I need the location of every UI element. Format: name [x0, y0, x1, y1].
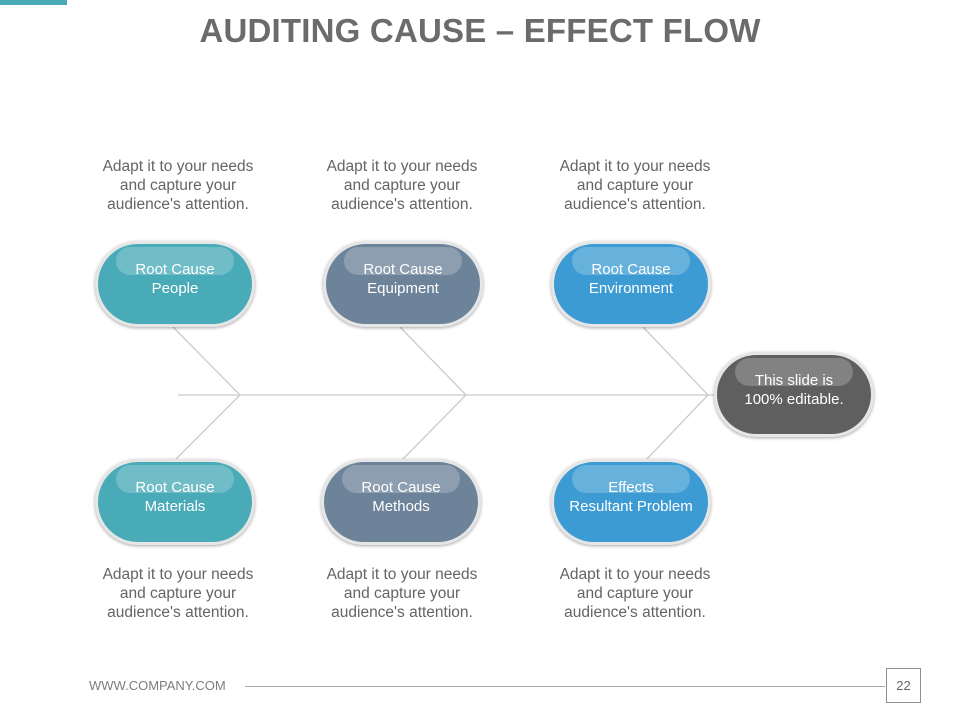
caption-bottom-1: Adapt it to your needs and capture your … — [78, 565, 278, 622]
caption-line: and capture your — [343, 585, 461, 602]
page-number: 22 — [886, 668, 921, 703]
caption-line: audience's attention. — [331, 196, 473, 213]
caption-line: and capture your — [576, 177, 694, 194]
branch-methods — [401, 394, 467, 461]
caption-line: audience's attention. — [107, 604, 249, 621]
node-label: This slide is — [754, 371, 834, 389]
branch-environment — [642, 326, 709, 396]
caption-line: Adapt it to your needs — [559, 566, 711, 583]
node-label: Equipment — [367, 280, 439, 297]
node-label: Root Cause — [135, 261, 215, 278]
node-label: Root Cause — [135, 479, 215, 496]
caption-line: audience's attention. — [564, 604, 706, 621]
branch-effects — [645, 394, 709, 461]
caption-line: Adapt it to your needs — [102, 158, 254, 175]
node-label: Materials — [144, 498, 206, 515]
node-label: Environment — [588, 280, 674, 297]
caption-bottom-3: Adapt it to your needs and capture your … — [535, 565, 735, 622]
node-root-cause-environment[interactable]: Root Cause Environment — [551, 241, 711, 327]
caption-line: Adapt it to your needs — [326, 158, 478, 175]
caption-line: Adapt it to your needs — [326, 566, 478, 583]
caption-line: and capture your — [119, 585, 237, 602]
footer-website: WWW.COMPANY.COM — [89, 678, 226, 693]
node-root-cause-methods[interactable]: Root Cause Methods — [321, 459, 481, 545]
node-label: Root Cause — [363, 261, 443, 278]
caption-line: and capture your — [576, 585, 694, 602]
node-label: Root Cause — [361, 479, 441, 496]
node-label: Effects — [608, 479, 654, 496]
node-root-cause-materials[interactable]: Root Cause Materials — [95, 459, 255, 545]
caption-line: and capture your — [119, 177, 237, 194]
caption-line: audience's attention. — [107, 196, 249, 213]
caption-bottom-2: Adapt it to your needs and capture your … — [302, 565, 502, 622]
branch-materials — [174, 394, 241, 461]
node-label: Methods — [372, 498, 430, 515]
node-label: 100% editable. — [744, 390, 844, 408]
node-root-cause-people[interactable]: Root Cause People — [95, 241, 255, 327]
node-editable-notice[interactable]: This slide is 100% editable. — [714, 352, 874, 437]
caption-line: Adapt it to your needs — [102, 566, 254, 583]
caption-top-2: Adapt it to your needs and capture your … — [302, 157, 502, 214]
caption-line: and capture your — [343, 177, 461, 194]
slide-title: AUDITING CAUSE – EFFECT FLOW — [199, 12, 761, 49]
caption-line: Adapt it to your needs — [559, 158, 711, 175]
node-label: People — [151, 280, 199, 297]
node-effects-resultant-problem[interactable]: Effects Resultant Problem — [551, 459, 711, 545]
branch-people — [172, 326, 241, 396]
caption-line: audience's attention. — [564, 196, 706, 213]
caption-line: audience's attention. — [331, 604, 473, 621]
node-root-cause-equipment[interactable]: Root Cause Equipment — [323, 241, 483, 327]
footer-divider — [245, 686, 885, 687]
caption-top-1: Adapt it to your needs and capture your … — [78, 157, 278, 214]
caption-top-3: Adapt it to your needs and capture your … — [535, 157, 735, 214]
branch-equipment — [399, 326, 467, 396]
node-label: Resultant Problem — [569, 498, 693, 515]
accent-bar — [0, 0, 67, 5]
node-label: Root Cause — [591, 261, 671, 278]
